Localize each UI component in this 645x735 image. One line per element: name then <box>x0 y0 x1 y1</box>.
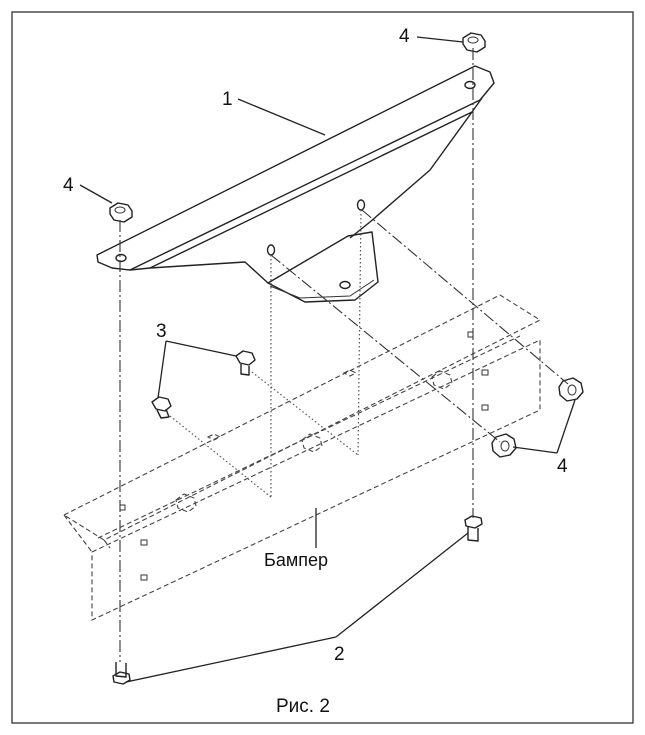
label-bracket: 1 <box>222 89 233 110</box>
bolt-side-lower <box>151 396 172 419</box>
assembly-lines <box>119 48 569 662</box>
label-nut-top-left: 4 <box>63 175 74 196</box>
nut-top-right <box>462 32 486 53</box>
leader-lines <box>79 36 576 683</box>
bolt-bottom-left <box>112 662 131 685</box>
label-nut-top-right: 4 <box>399 26 410 47</box>
label-nuts-right: 4 <box>557 456 568 477</box>
bracket <box>96 65 495 303</box>
nut-top-left <box>109 202 133 223</box>
figure-frame <box>11 11 634 724</box>
bolt-bottom-right <box>464 515 483 542</box>
label-bolts-side: 3 <box>156 321 167 342</box>
figure-caption: Рис. 2 <box>276 696 330 717</box>
bolt-side-upper <box>235 350 256 376</box>
nut-right-lower <box>491 433 517 458</box>
label-bolts-bottom: 2 <box>334 644 345 665</box>
nut-right-upper <box>558 377 584 402</box>
bumper <box>62 294 542 621</box>
label-bumper: Бампер <box>264 550 328 570</box>
